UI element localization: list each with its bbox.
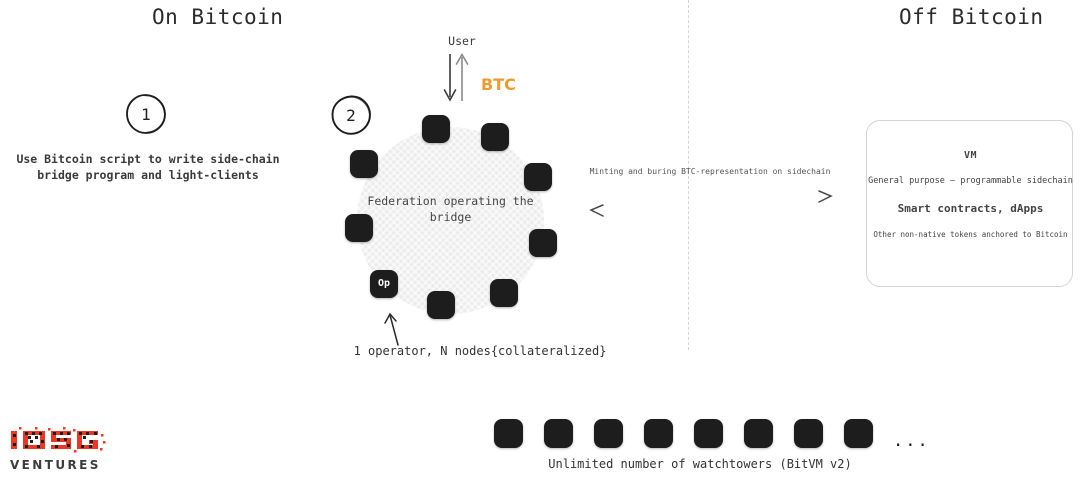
iosg-logo-wordmark: VENTURES: [10, 458, 101, 472]
arrow-up-icon: [384, 312, 399, 346]
watchtower-node: [544, 419, 573, 448]
user-label: User: [448, 34, 476, 48]
federation-node: [529, 229, 557, 257]
watchtower-node: [594, 419, 623, 448]
federation-node: [350, 150, 378, 178]
bidirectional-vertical-arrow-icon: [443, 52, 469, 102]
step-marker-1: 1: [124, 92, 168, 136]
vm-title: VM: [963, 150, 978, 161]
federation-label: Federation operating the bridge: [367, 194, 534, 224]
watchtower-node: [744, 419, 773, 448]
watchtower-node: [794, 419, 823, 448]
vm-line-smart-contracts: Smart contracts, dApps: [897, 202, 1044, 215]
watchtower-ellipsis: ...: [893, 431, 930, 451]
step-marker-2-label: 2: [346, 105, 356, 125]
federation-node: [427, 291, 455, 319]
watchtower-caption: Unlimited number of watchtowers (BitVM v…: [548, 457, 852, 471]
bridge-flow-arrows: [588, 190, 834, 220]
vm-line-general-purpose: General purpose – programmable sidechain: [868, 176, 1073, 186]
watchtower-node: [494, 419, 523, 448]
federation-node: [524, 163, 552, 191]
vm-line-other-tokens: Other non-native tokens anchored to Bitc…: [873, 230, 1068, 239]
step-marker-2: 2: [329, 93, 373, 137]
operator-pointer-arrow: [383, 312, 407, 346]
federation-node: [345, 214, 373, 242]
hand-drawn-circle-icon: [331, 95, 371, 135]
btc-label: BTC: [481, 75, 516, 94]
section-heading-off-bitcoin: Off Bitcoin: [899, 5, 1044, 29]
hand-drawn-circle-icon: [126, 94, 166, 134]
step-marker-1-label: 1: [141, 104, 151, 124]
federation-node: [481, 123, 509, 151]
section-heading-on-bitcoin: On Bitcoin: [152, 5, 284, 29]
watchtower-node: [644, 419, 673, 448]
bridge-flow-caption: Minting and buring BTC-representation on…: [589, 167, 831, 176]
iosg-logo-icon: [11, 427, 106, 453]
vm-box: VM General purpose – programmable sidech…: [866, 120, 1073, 287]
watchtower-node: [844, 419, 873, 448]
federation-node-operator-label: Op: [377, 278, 391, 289]
bidirectional-horizontal-arrow-icon: [589, 190, 833, 217]
left-panel-description: Use Bitcoin script to write side-chain b…: [16, 152, 280, 182]
federation-node: [422, 115, 450, 143]
federation-node-operator: Op: [370, 270, 398, 298]
user-btc-arrows: [440, 52, 484, 103]
section-divider: [688, 0, 689, 350]
federation-node: [490, 279, 518, 307]
operator-caption: 1 operator, N nodes{collateralized}: [353, 344, 607, 358]
iosg-logo: [10, 427, 128, 475]
watchtower-node: [694, 419, 723, 448]
